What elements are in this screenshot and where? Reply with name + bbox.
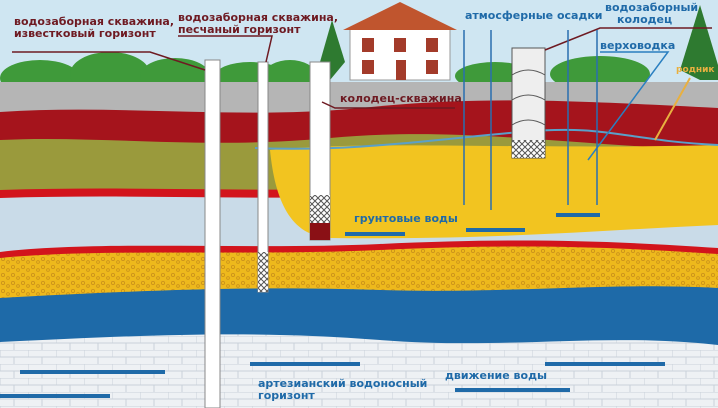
artesian-label: артезианский водоносный горизонт xyxy=(258,378,427,402)
flow-arrows xyxy=(0,213,665,398)
sand-well-label: водозаборная скважина, песчаный горизонт xyxy=(178,12,338,36)
borehole-well-label: колодец-скважина xyxy=(340,92,462,105)
spring-label: родник xyxy=(676,65,715,75)
limestone-well-label: водозаборная скважина, известковый гориз… xyxy=(14,16,174,40)
label-line: водозаборная скважина, xyxy=(178,11,339,24)
spring-line xyxy=(654,77,691,141)
leader-lines xyxy=(12,27,712,109)
groundwater-label: грунтовые воды xyxy=(354,212,458,225)
intake-well-shaft xyxy=(511,47,546,159)
perched-water-label: верховодка xyxy=(600,39,676,52)
label-line: водозаборная скважина, xyxy=(14,15,175,28)
label-line: известковый горизонт xyxy=(14,27,156,40)
label-line: горизонт xyxy=(258,389,315,402)
precipitation-arrows xyxy=(463,30,598,210)
sand-well-filter xyxy=(258,252,268,292)
label-line: артезианский водоносный xyxy=(258,377,428,390)
groundwater-lens xyxy=(270,145,718,239)
precipitation-label: атмосферные осадки xyxy=(465,9,603,22)
aquifer-layer xyxy=(0,286,718,350)
water-movement-label: движение воды xyxy=(445,369,547,382)
borehole-well-filter xyxy=(310,195,330,223)
intake-well-label: водозаборный колодец xyxy=(605,2,698,26)
house xyxy=(343,2,457,81)
label-line: колодец xyxy=(617,13,673,26)
borehole-well-water xyxy=(310,223,330,240)
perched-leader xyxy=(587,51,670,161)
label-line: песчаный горизонт xyxy=(178,23,301,36)
label-line: водозаборный xyxy=(605,1,699,14)
limestone-well-pipe xyxy=(204,59,221,408)
